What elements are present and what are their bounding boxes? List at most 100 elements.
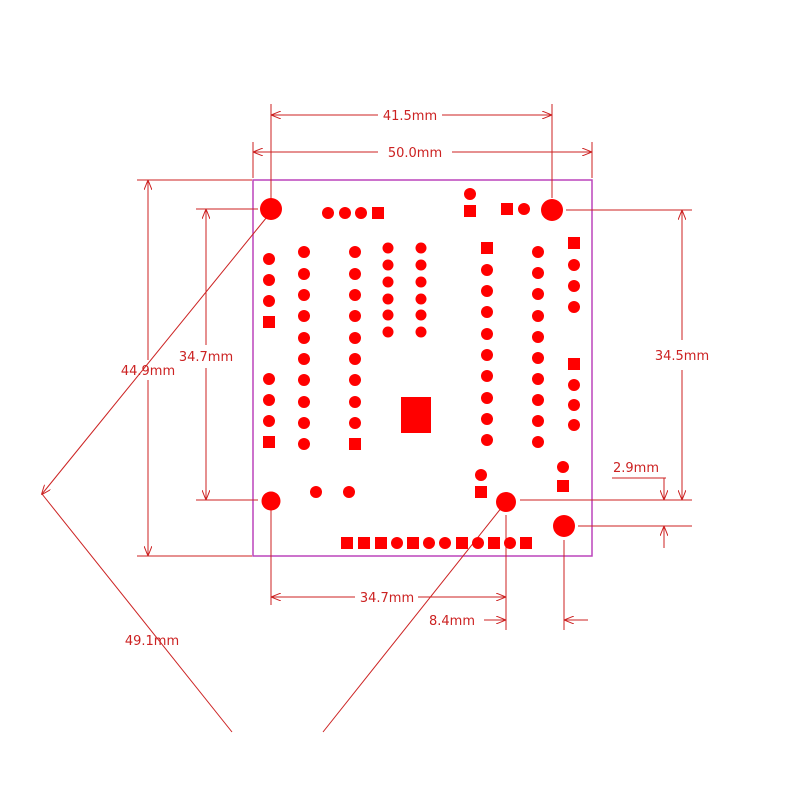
pad: [298, 332, 310, 344]
pad: [557, 461, 569, 473]
pad-square: [488, 537, 500, 549]
pad: [568, 379, 580, 391]
mounting-hole: [496, 492, 516, 512]
pad: [481, 370, 493, 382]
dim-label-top-outer-width: 50.0mm: [388, 146, 442, 161]
pad: [298, 438, 310, 450]
pad-square: [349, 438, 361, 450]
pad: [263, 274, 275, 286]
pad: [415, 309, 427, 321]
pad: [475, 469, 487, 481]
pad: [481, 349, 493, 361]
pad: [481, 392, 493, 404]
pad: [263, 253, 275, 265]
pad: [382, 309, 394, 321]
pad: [481, 328, 493, 340]
pad: [382, 293, 394, 305]
pad-square: [456, 537, 468, 549]
pad: [349, 289, 361, 301]
pad: [423, 537, 435, 549]
dim-label-left-outer-height: 44.9mm: [121, 364, 175, 379]
dim-label-bottom-inner-width: 34.7mm: [360, 591, 414, 606]
pad: [415, 293, 427, 305]
mounting-hole: [553, 515, 575, 537]
pad: [349, 353, 361, 365]
pad: [263, 295, 275, 307]
pad-square: [358, 537, 370, 549]
pad: [298, 353, 310, 365]
pad: [298, 246, 310, 258]
pad-square: [520, 537, 532, 549]
pad: [298, 268, 310, 280]
pad: [568, 259, 580, 271]
pad-square: [568, 237, 580, 249]
pad-square: [557, 480, 569, 492]
pad-square: [372, 207, 384, 219]
pad: [415, 326, 427, 338]
pad-square: [407, 537, 419, 549]
pad-square: [341, 537, 353, 549]
pad-square: [263, 436, 275, 448]
dim-label-top-inner-width: 41.5mm: [383, 109, 437, 124]
pad: [310, 486, 322, 498]
pad: [568, 399, 580, 411]
dim-label-bottom-offset: 8.4mm: [429, 614, 475, 629]
pad: [504, 537, 516, 549]
pad: [391, 537, 403, 549]
dim-label-right-offset: 2.9mm: [613, 461, 659, 476]
pad: [568, 301, 580, 313]
pad: [382, 242, 394, 254]
pad: [568, 280, 580, 292]
dimension-lines: [42, 104, 692, 733]
pad: [298, 289, 310, 301]
pad-square: [375, 537, 387, 549]
pad: [349, 374, 361, 386]
pad: [349, 332, 361, 344]
pad: [532, 331, 544, 343]
pad: [382, 259, 394, 271]
mounting-hole: [260, 198, 282, 220]
pad: [481, 306, 493, 318]
pad: [532, 394, 544, 406]
pad: [298, 310, 310, 322]
pad: [532, 246, 544, 258]
pad-square: [263, 316, 275, 328]
pads: [260, 188, 580, 549]
dim-label-right-inner-height: 34.5mm: [655, 349, 709, 364]
dim-label-left-inner-height: 34.7mm: [179, 350, 233, 365]
pad: [349, 396, 361, 408]
pad: [349, 268, 361, 280]
pad: [382, 326, 394, 338]
pad: [415, 242, 427, 254]
pad: [298, 396, 310, 408]
pad: [464, 188, 476, 200]
pad: [439, 537, 451, 549]
pad-square: [501, 203, 513, 215]
pad: [481, 413, 493, 425]
pad: [415, 259, 427, 271]
pad: [415, 276, 427, 288]
pad: [532, 436, 544, 448]
pad: [298, 374, 310, 386]
pad: [263, 415, 275, 427]
pad: [481, 434, 493, 446]
pad: [355, 207, 367, 219]
pad: [343, 486, 355, 498]
pad: [481, 285, 493, 297]
pad: [532, 415, 544, 427]
mounting-hole: [261, 491, 281, 511]
mounting-hole: [541, 199, 563, 221]
pad-square: [475, 486, 487, 498]
board-outline: [252, 179, 593, 557]
pad: [481, 264, 493, 276]
pad: [339, 207, 351, 219]
pad-square: [464, 205, 476, 217]
pad-square: [481, 242, 493, 254]
pad: [518, 203, 530, 215]
pad: [349, 310, 361, 322]
pad: [568, 419, 580, 431]
pad-square: [568, 358, 580, 370]
pad: [532, 352, 544, 364]
pad: [349, 417, 361, 429]
